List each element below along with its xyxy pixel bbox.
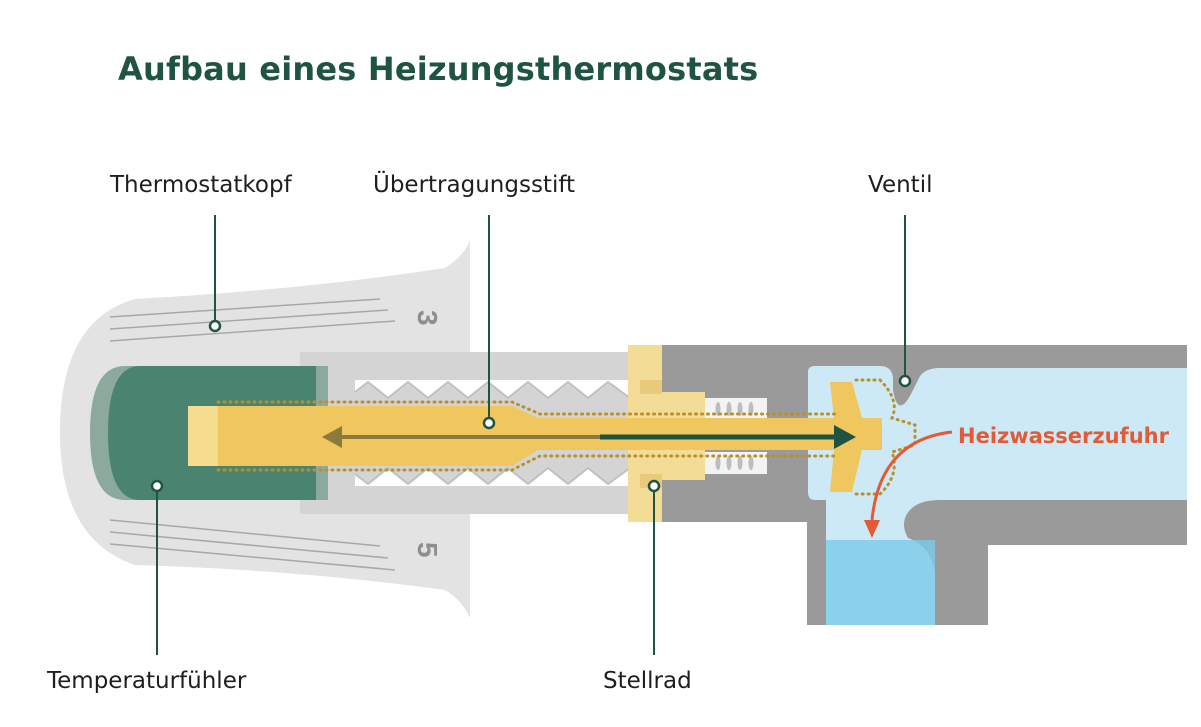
label-thermostatkopf: Thermostatkopf — [110, 172, 292, 198]
label-temperaturfuehler: Temperaturfühler — [47, 668, 247, 694]
water-flow — [826, 540, 935, 625]
label-ventil: Ventil — [868, 172, 933, 198]
leader-dots — [150, 319, 912, 493]
dial-number-5: 5 — [412, 542, 443, 558]
dial-number-3: 3 — [412, 310, 443, 326]
label-stellrad: Stellrad — [603, 668, 692, 694]
leader-lines — [156, 215, 906, 655]
page-title: Aufbau eines Heizungsthermostats — [118, 50, 759, 88]
label-heizwasserzufuhr: Heizwasserzufuhr — [958, 424, 1169, 448]
water-flow-arrow — [864, 430, 953, 538]
movement-arrow — [322, 425, 856, 449]
label-uebertragungsstift: Übertragungsstift — [373, 172, 576, 198]
